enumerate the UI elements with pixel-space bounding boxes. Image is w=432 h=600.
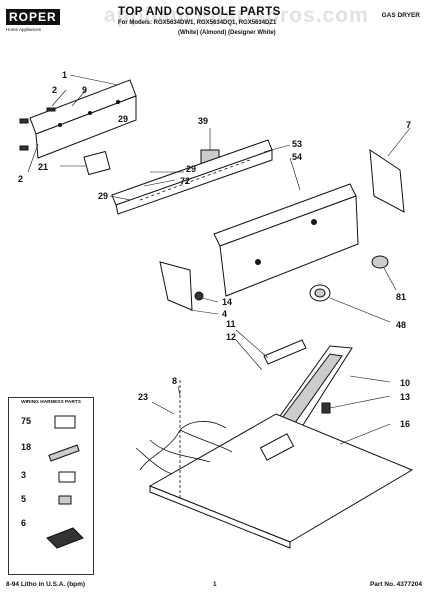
page-title: TOP AND CONSOLE PARTS [118,6,281,18]
terminal-icon [48,444,80,462]
legend-item-6: 6 [21,518,26,528]
left-end-cap [159,261,193,311]
screw-icon [321,402,331,414]
timer-switch [83,150,111,176]
legend-title: WIRING HARNESS PARTS [21,400,81,405]
callout-9: 9 [82,85,87,95]
wiring-harness-legend: WIRING HARNESS PARTS 75 18 3 5 6 [8,397,94,575]
plug-icon [58,471,76,483]
top-panel [148,413,414,543]
model-numbers: For Models: RGX5634DW1, RGX5634DQ1, RGX5… [118,20,277,26]
knob-81 [371,255,389,269]
callout-29: 29 [186,164,196,174]
document-type: GAS DRYER [381,12,420,19]
legend-item-5: 5 [21,494,26,504]
exploded-parts-diagram: 1 2 9 29 2 21 39 29 72 29 53 54 7 81 14 … [18,70,414,549]
connector-icon [54,415,76,429]
callout-29: 29 [98,191,108,201]
legend-item-18: 18 [21,442,31,452]
callout-14: 14 [222,297,232,307]
brand-logo: ROPER Home Appliances [6,8,60,32]
console-end-cap [369,149,405,213]
legend-item-75: 75 [21,416,31,426]
clip-icon [58,495,72,505]
callout-54: 54 [292,152,302,162]
callout-29: 29 [118,114,128,124]
callout-2: 2 [52,85,57,95]
callout-1: 1 [62,70,67,80]
callout-53: 53 [292,139,302,149]
callout-2: 2 [18,174,23,184]
harness-connector-icon [46,527,84,549]
callout-39: 39 [198,116,208,126]
callout-8: 8 [172,376,177,386]
callout-48: 48 [396,320,406,330]
model-colors: (White) (Almond) (Designer White) [178,30,276,36]
console-front-panel [219,195,359,297]
callout-4: 4 [222,309,227,319]
console-back-panel-face [35,95,137,159]
lint-screen-cover [263,339,307,365]
callout-12: 12 [226,332,236,342]
callout-23: 23 [138,392,148,402]
part-number: Part No. 4377204 [369,581,422,588]
callout-72: 72 [180,176,190,186]
footer-print-info: 8-94 Litho in U.S.A. (bpm) [6,581,86,588]
callout-11: 11 [226,319,236,329]
callout-21: 21 [38,162,48,172]
brand-subtitle: Home Appliances [6,27,42,32]
console-bracket-lower [115,149,273,215]
callout-81: 81 [396,292,406,302]
lint-opening [259,433,295,461]
callout-13: 13 [400,392,410,402]
brand-name: ROPER [6,9,60,25]
callout-10: 10 [400,378,410,388]
callout-16: 16 [400,419,410,429]
page-number: 1 [213,581,217,588]
legend-item-3: 3 [21,470,26,480]
callout-7: 7 [406,120,411,130]
wiring-harness [139,429,181,471]
watermark: appliancepartspros.com [104,4,369,27]
screw-icon [19,107,56,151]
